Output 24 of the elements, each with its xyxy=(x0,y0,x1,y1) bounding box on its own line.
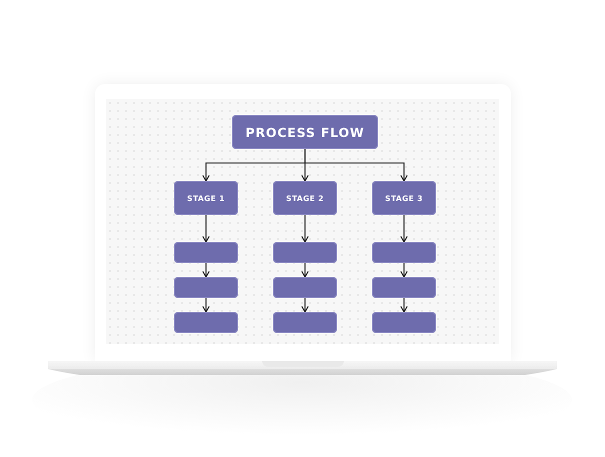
stage-box xyxy=(273,181,337,215)
stage-box xyxy=(372,181,436,215)
step-box xyxy=(273,242,337,263)
step-box xyxy=(273,312,337,333)
arrow xyxy=(202,298,210,313)
step-box xyxy=(273,277,337,298)
arrow xyxy=(400,215,408,243)
step-box xyxy=(174,242,238,263)
arrow xyxy=(301,263,309,278)
arrow xyxy=(301,215,309,243)
step-box xyxy=(174,312,238,333)
arrow xyxy=(304,149,408,182)
step-box xyxy=(372,312,436,333)
step-box xyxy=(372,277,436,298)
title-box xyxy=(232,115,378,149)
arrow xyxy=(400,263,408,278)
step-box xyxy=(174,277,238,298)
step-box xyxy=(372,242,436,263)
arrow xyxy=(202,263,210,278)
arrow xyxy=(400,298,408,313)
arrow xyxy=(301,298,309,313)
box-label: PROCESS FLOW xyxy=(246,124,364,140)
stage-box xyxy=(174,181,238,215)
arrow xyxy=(202,215,210,243)
